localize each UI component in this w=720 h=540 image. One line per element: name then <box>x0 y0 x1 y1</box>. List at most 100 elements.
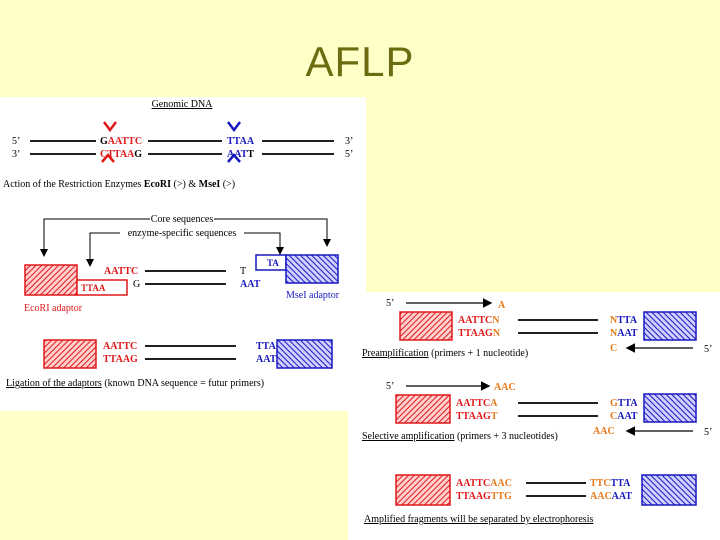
msei-cut-marker-top <box>227 121 241 133</box>
seq-TTAA: TTAA <box>227 136 255 147</box>
adaptor-AATTC: AATTC <box>104 266 138 277</box>
pre-caption-rest: (primers + 1 nucleotide) <box>429 348 529 359</box>
sel-ecori-block <box>395 394 451 424</box>
ecori-symbol: (>) & <box>171 179 199 190</box>
sel-five-prime: 5’ <box>386 381 394 392</box>
msei-cut-marker-bottom <box>227 153 241 163</box>
pre-caption-underlined: Preamplification <box>362 348 429 359</box>
amp-AAT: AAT <box>612 491 633 502</box>
sel-five-prime-right: 5’ <box>704 427 712 438</box>
sel-C: C <box>610 411 617 422</box>
genomic-top-seq: GAATTC <box>100 136 142 147</box>
msei-adaptor-block <box>285 254 339 284</box>
sel-T: T <box>491 411 498 422</box>
ligated-AAT: AAT <box>256 354 277 365</box>
selective-amplification-caption: Selective amplification (primers + 3 nuc… <box>362 431 558 442</box>
amp-AAC2: AAC <box>590 491 612 502</box>
pre-N2: N <box>493 328 501 339</box>
ligated-TTAAG: TTAAG <box>103 354 138 365</box>
pre-N3: N <box>610 315 618 326</box>
pre-N1: N <box>492 315 500 326</box>
ligated-AATTC: AATTC <box>103 341 137 352</box>
amp-AAC: AAC <box>490 478 512 489</box>
slide-title: AFLP <box>305 38 415 85</box>
amp-bottom-seq: TTAAGTTG <box>456 491 512 502</box>
amplified-fragments-caption: Amplified fragments will be separated by… <box>364 514 593 525</box>
pre-five-prime: 5’ <box>386 298 394 309</box>
ecori-name: EcoRI <box>144 179 171 190</box>
pre-bottom-seq: TTAAGN <box>458 328 501 339</box>
five-prime-label-right: 5’ <box>345 149 353 160</box>
ecori-adaptor-overhang <box>76 279 128 296</box>
sel-G: G <box>610 398 618 409</box>
genomic-bottom-seq: CTTAAG <box>100 149 142 160</box>
pre-top-msei: NTTA <box>610 315 638 326</box>
pre-top-seq: AATTCN <box>458 315 500 326</box>
ligation-caption-underlined: Ligation of the adaptors <box>6 378 102 389</box>
pre-primer-C: C <box>610 343 617 354</box>
sel-TTAAG: TTAAG <box>456 411 491 422</box>
sel-AATTC: AATTC <box>456 398 490 409</box>
ligated-ecori-block <box>43 339 97 369</box>
ecori-cut-marker <box>103 121 117 133</box>
sel-msei-block <box>643 393 697 423</box>
sel-caption-underlined: Selective amplification <box>362 431 454 442</box>
amp-ecori-block <box>395 474 451 506</box>
pre-N4: N <box>610 328 618 339</box>
adaptor-T: T <box>240 266 246 277</box>
sel-primer-AAC-reverse: AAC <box>593 426 615 437</box>
amp-TTAAG: TTAAG <box>456 491 491 502</box>
seq-G2: G <box>134 149 142 160</box>
adaptor-G: G <box>133 279 140 290</box>
seq-CTTAA: CTTAA <box>100 149 135 160</box>
pre-primer-A: A <box>498 300 506 311</box>
left-diagram-panel: Genomic DNA 5’ 3’ GAATTC CTTAAG TTAA AAT… <box>0 97 366 411</box>
pre-five-prime-right: 5’ <box>704 344 712 355</box>
amp-msei-block <box>641 474 697 506</box>
ligation-caption-rest: (known DNA sequence = futur primers) <box>102 378 264 389</box>
ligation-caption: Ligation of the adaptors (known DNA sequ… <box>6 378 264 389</box>
msei-name: MseI <box>199 179 221 190</box>
sel-primer-AAC: AAC <box>494 382 516 393</box>
adaptor-TA: TA <box>267 258 279 268</box>
action-prefix: Action of the Restriction Enzymes <box>3 179 144 190</box>
pre-TTA: TTA <box>617 315 638 326</box>
genomic-dna-title: Genomic DNA <box>152 99 214 110</box>
sel-bottom-seq: TTAAGT <box>456 411 498 422</box>
adaptor-AAT: AAT <box>240 279 261 290</box>
pre-ecori-block <box>399 311 453 341</box>
amp-bottom-msei: AACAAT <box>590 491 632 502</box>
pre-AAT: AAT <box>617 328 638 339</box>
pre-AATTC: AATTC <box>458 315 492 326</box>
msei-symbol: (>) <box>220 179 235 190</box>
ecori-adaptor-label: EcoRI adaptor <box>24 303 83 314</box>
pre-msei-block <box>643 311 697 341</box>
sel-TTA: TTA <box>618 398 639 409</box>
enzyme-seq-arrow-left <box>86 232 120 267</box>
five-prime-label: 5’ <box>12 136 20 147</box>
enzyme-seq-arrow-right <box>244 232 284 255</box>
three-prime-label: 3’ <box>12 149 20 160</box>
pre-bottom-msei: NAAT <box>610 328 638 339</box>
ligated-TTA: TTA <box>256 341 277 352</box>
right-diagram-panel: 5’ A AATTCN TTAAGN NTTA NAAT C 5’ Preamp… <box>348 292 720 540</box>
ecori-adaptor-block <box>24 264 78 296</box>
amp-TTG: TTG <box>491 491 512 502</box>
seq-G: G <box>100 136 108 147</box>
seq-T: T <box>247 149 254 160</box>
amp-AATTC: AATTC <box>456 478 490 489</box>
core-sequences-label: Core sequences <box>151 214 214 225</box>
preamplification-caption: Preamplification (primers + 1 nucleotide… <box>362 348 528 359</box>
sel-caption-rest: (primers + 3 nucleotides) <box>454 431 557 442</box>
three-prime-label-right: 3’ <box>345 136 353 147</box>
msei-adaptor-label: MseI adaptor <box>286 290 340 301</box>
amplification-diagram: 5’ A AATTCN TTAAGN NTTA NAAT C 5’ Preamp… <box>362 298 712 525</box>
restriction-ligation-diagram: Genomic DNA 5’ 3’ GAATTC CTTAAG TTAA AAT… <box>3 99 353 389</box>
seq-AAT: AAT <box>227 149 248 160</box>
sel-top-msei: GTTA <box>610 398 638 409</box>
adaptor-TTAA: TTAA <box>81 283 106 293</box>
pre-TTAAG: TTAAG <box>458 328 493 339</box>
sel-bottom-msei: CAAT <box>610 411 638 422</box>
amp-top-msei: TTCTTA <box>590 478 631 489</box>
sel-AAT: AAT <box>617 411 638 422</box>
